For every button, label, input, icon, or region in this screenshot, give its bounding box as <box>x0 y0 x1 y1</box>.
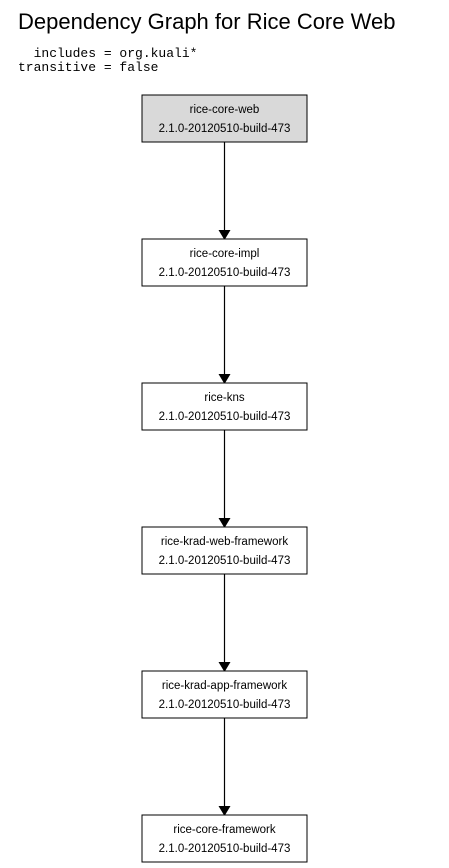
nodes: rice-core-web2.1.0-20120510-build-473ric… <box>141 94 308 863</box>
node-version: 2.1.0-20120510-build-473 <box>159 267 291 279</box>
node-rice-core-framework: rice-core-framework 2.1.0-20120510-build-… <box>141 814 308 863</box>
node-box <box>141 238 308 287</box>
node-name: rice-core-impl <box>190 248 260 260</box>
node-name: rice-core-web <box>190 104 260 116</box>
node-box <box>141 526 308 575</box>
graph-title: Dependency Graph for Rice Core Web <box>18 9 396 34</box>
node-version: 2.1.0-20120510-build-473 <box>159 843 291 855</box>
node-rice-krad-web-framework: rice-krad-web-framework 2.1.0-20120510-bu… <box>141 526 308 575</box>
node-rice-core-web: rice-core-web 2.1.0-20120510-build-473 <box>141 94 308 143</box>
node-name: rice-kns <box>204 392 245 404</box>
node-name: rice-krad-web-framework <box>161 536 288 548</box>
graph-config: includes = org.kuali* transitive = false <box>18 47 197 75</box>
node-name: rice-krad-app-framework <box>162 680 288 692</box>
node-rice-core-impl: rice-core-impl 2.1.0-20120510-build-473 <box>141 238 308 287</box>
node-rice-krad-app-framework: rice-krad-app-framework 2.1.0-20120510-bu… <box>141 670 308 719</box>
node-box <box>141 670 308 719</box>
node-box <box>141 382 308 431</box>
node-name: rice-core-framework <box>173 824 275 836</box>
node-box <box>141 94 308 143</box>
transitive-line: transitive = false <box>18 60 159 75</box>
includes-line: includes = org.kuali* <box>18 46 198 61</box>
node-version: 2.1.0-20120510-build-473 <box>159 699 291 711</box>
node-box <box>141 814 308 863</box>
node-version: 2.1.0-20120510-build-473 <box>159 411 291 423</box>
node-version: 2.1.0-20120510-build-473 <box>159 555 291 567</box>
node-rice-kns: rice-kns 2.1.0-20120510-build-473 <box>141 382 308 431</box>
node-version: 2.1.0-20120510-build-473 <box>159 123 291 135</box>
